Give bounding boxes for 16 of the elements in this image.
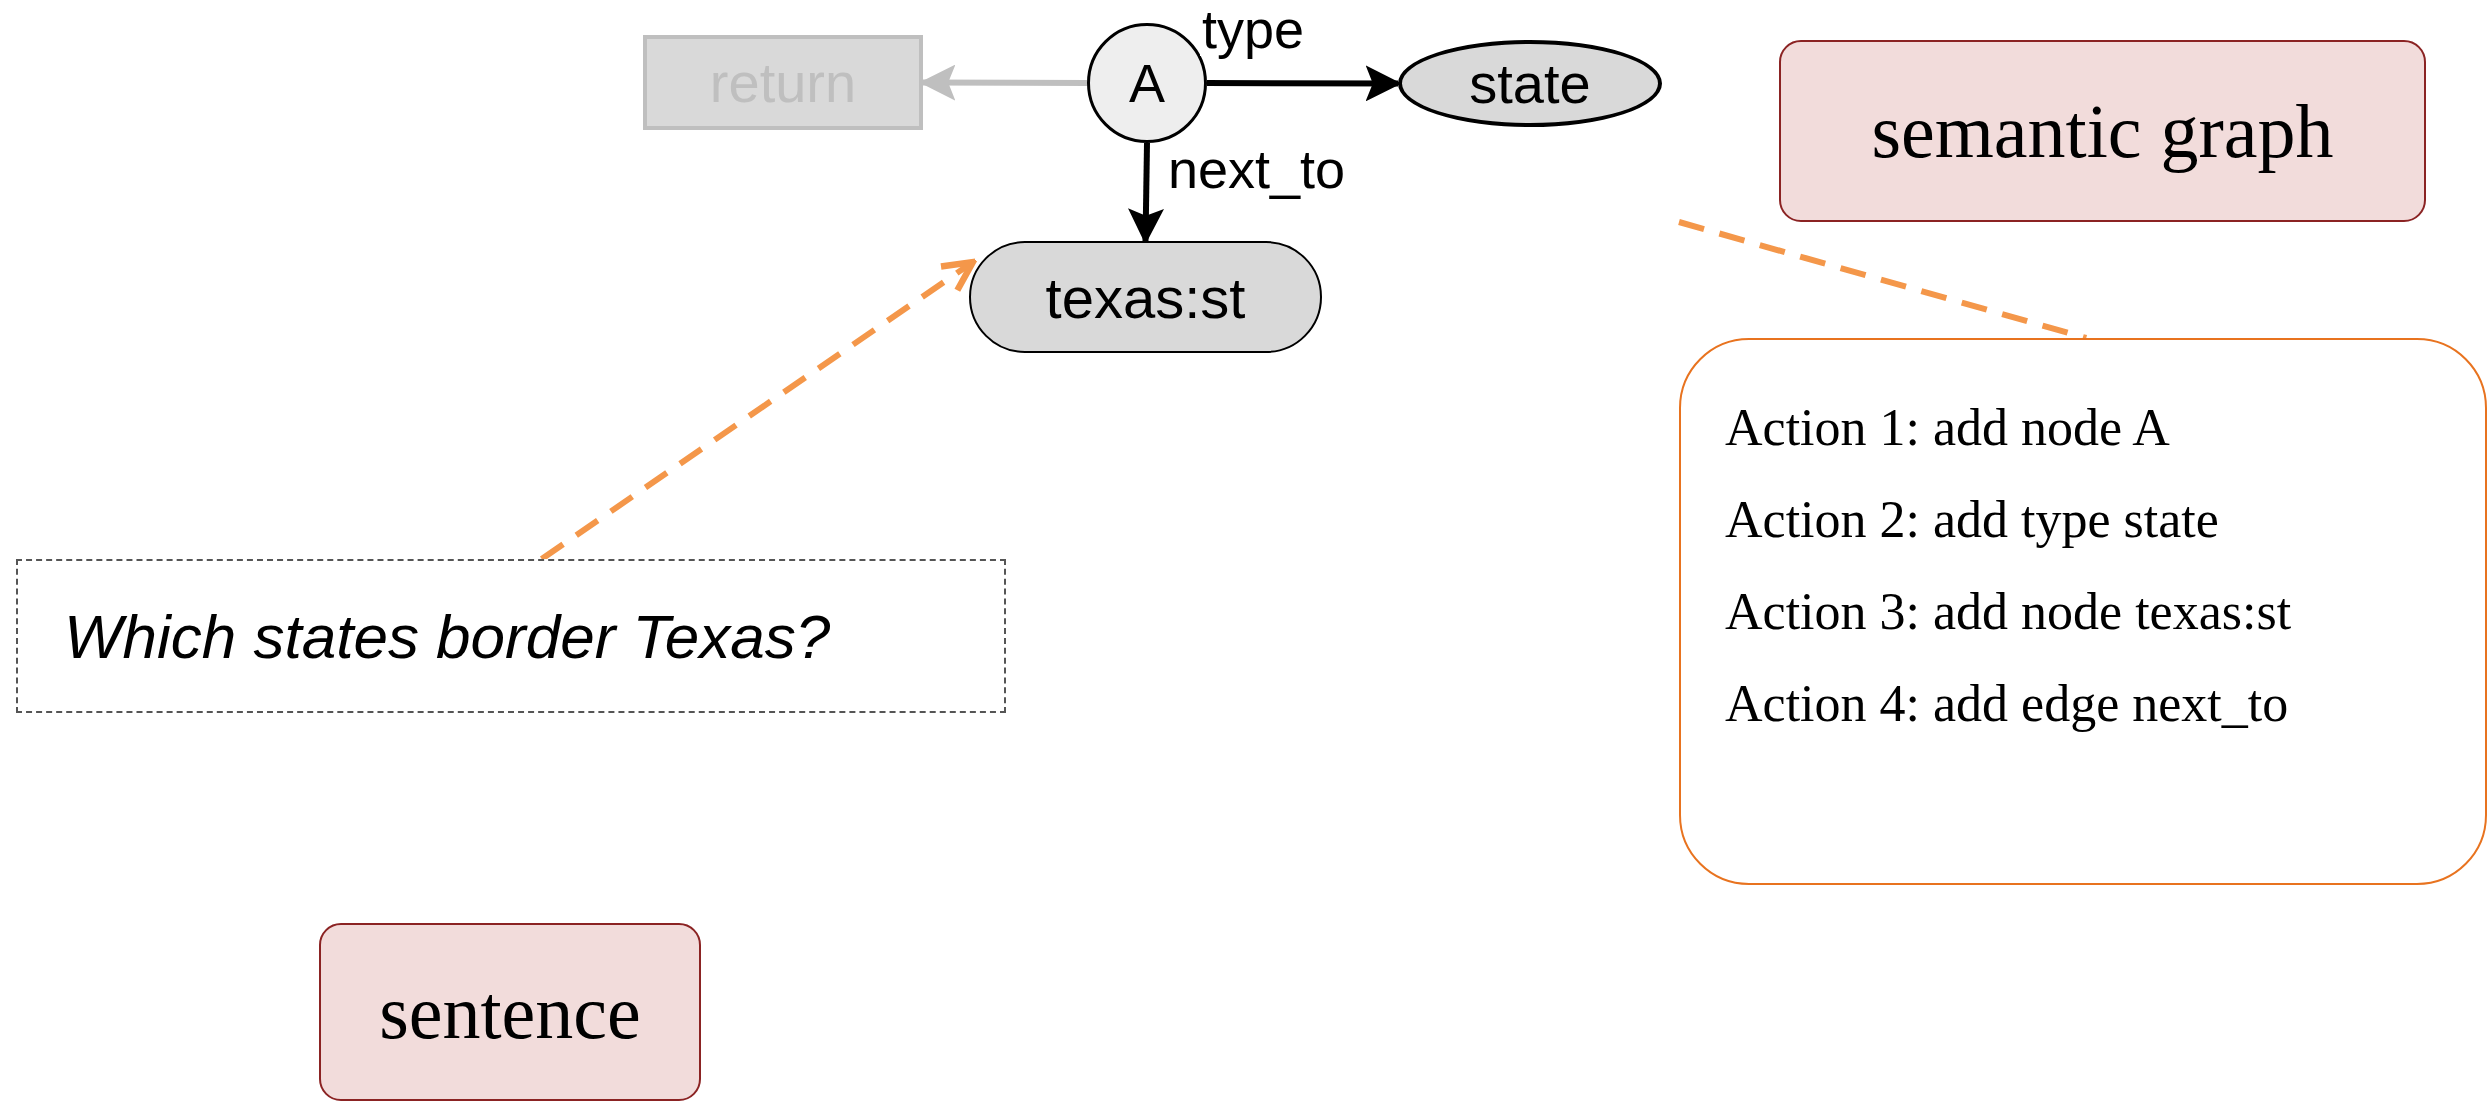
action-step-text: Action 2: add type state xyxy=(1725,490,2219,550)
node-label: Which states border Texas? xyxy=(64,600,831,672)
question-box xyxy=(16,559,1006,713)
semantic-graph-tag xyxy=(1779,40,2426,222)
node-label: semantic graph xyxy=(1871,87,2334,175)
node-label: state xyxy=(1469,51,1591,116)
sentence-tag xyxy=(319,923,701,1101)
action-step-text: Action 1: add node A xyxy=(1725,398,2170,458)
node-label: A xyxy=(1129,52,1165,114)
action-list-box xyxy=(1679,338,2487,885)
node-label: sentence xyxy=(379,968,641,1056)
return-box xyxy=(643,35,923,130)
node-label: texas:st xyxy=(1045,263,1246,331)
dashed-connector xyxy=(540,258,977,562)
action-step-text: Action 4: add edge next_to xyxy=(1725,674,2289,734)
action-step-text: Action 3: add node texas:st xyxy=(1725,582,2292,642)
